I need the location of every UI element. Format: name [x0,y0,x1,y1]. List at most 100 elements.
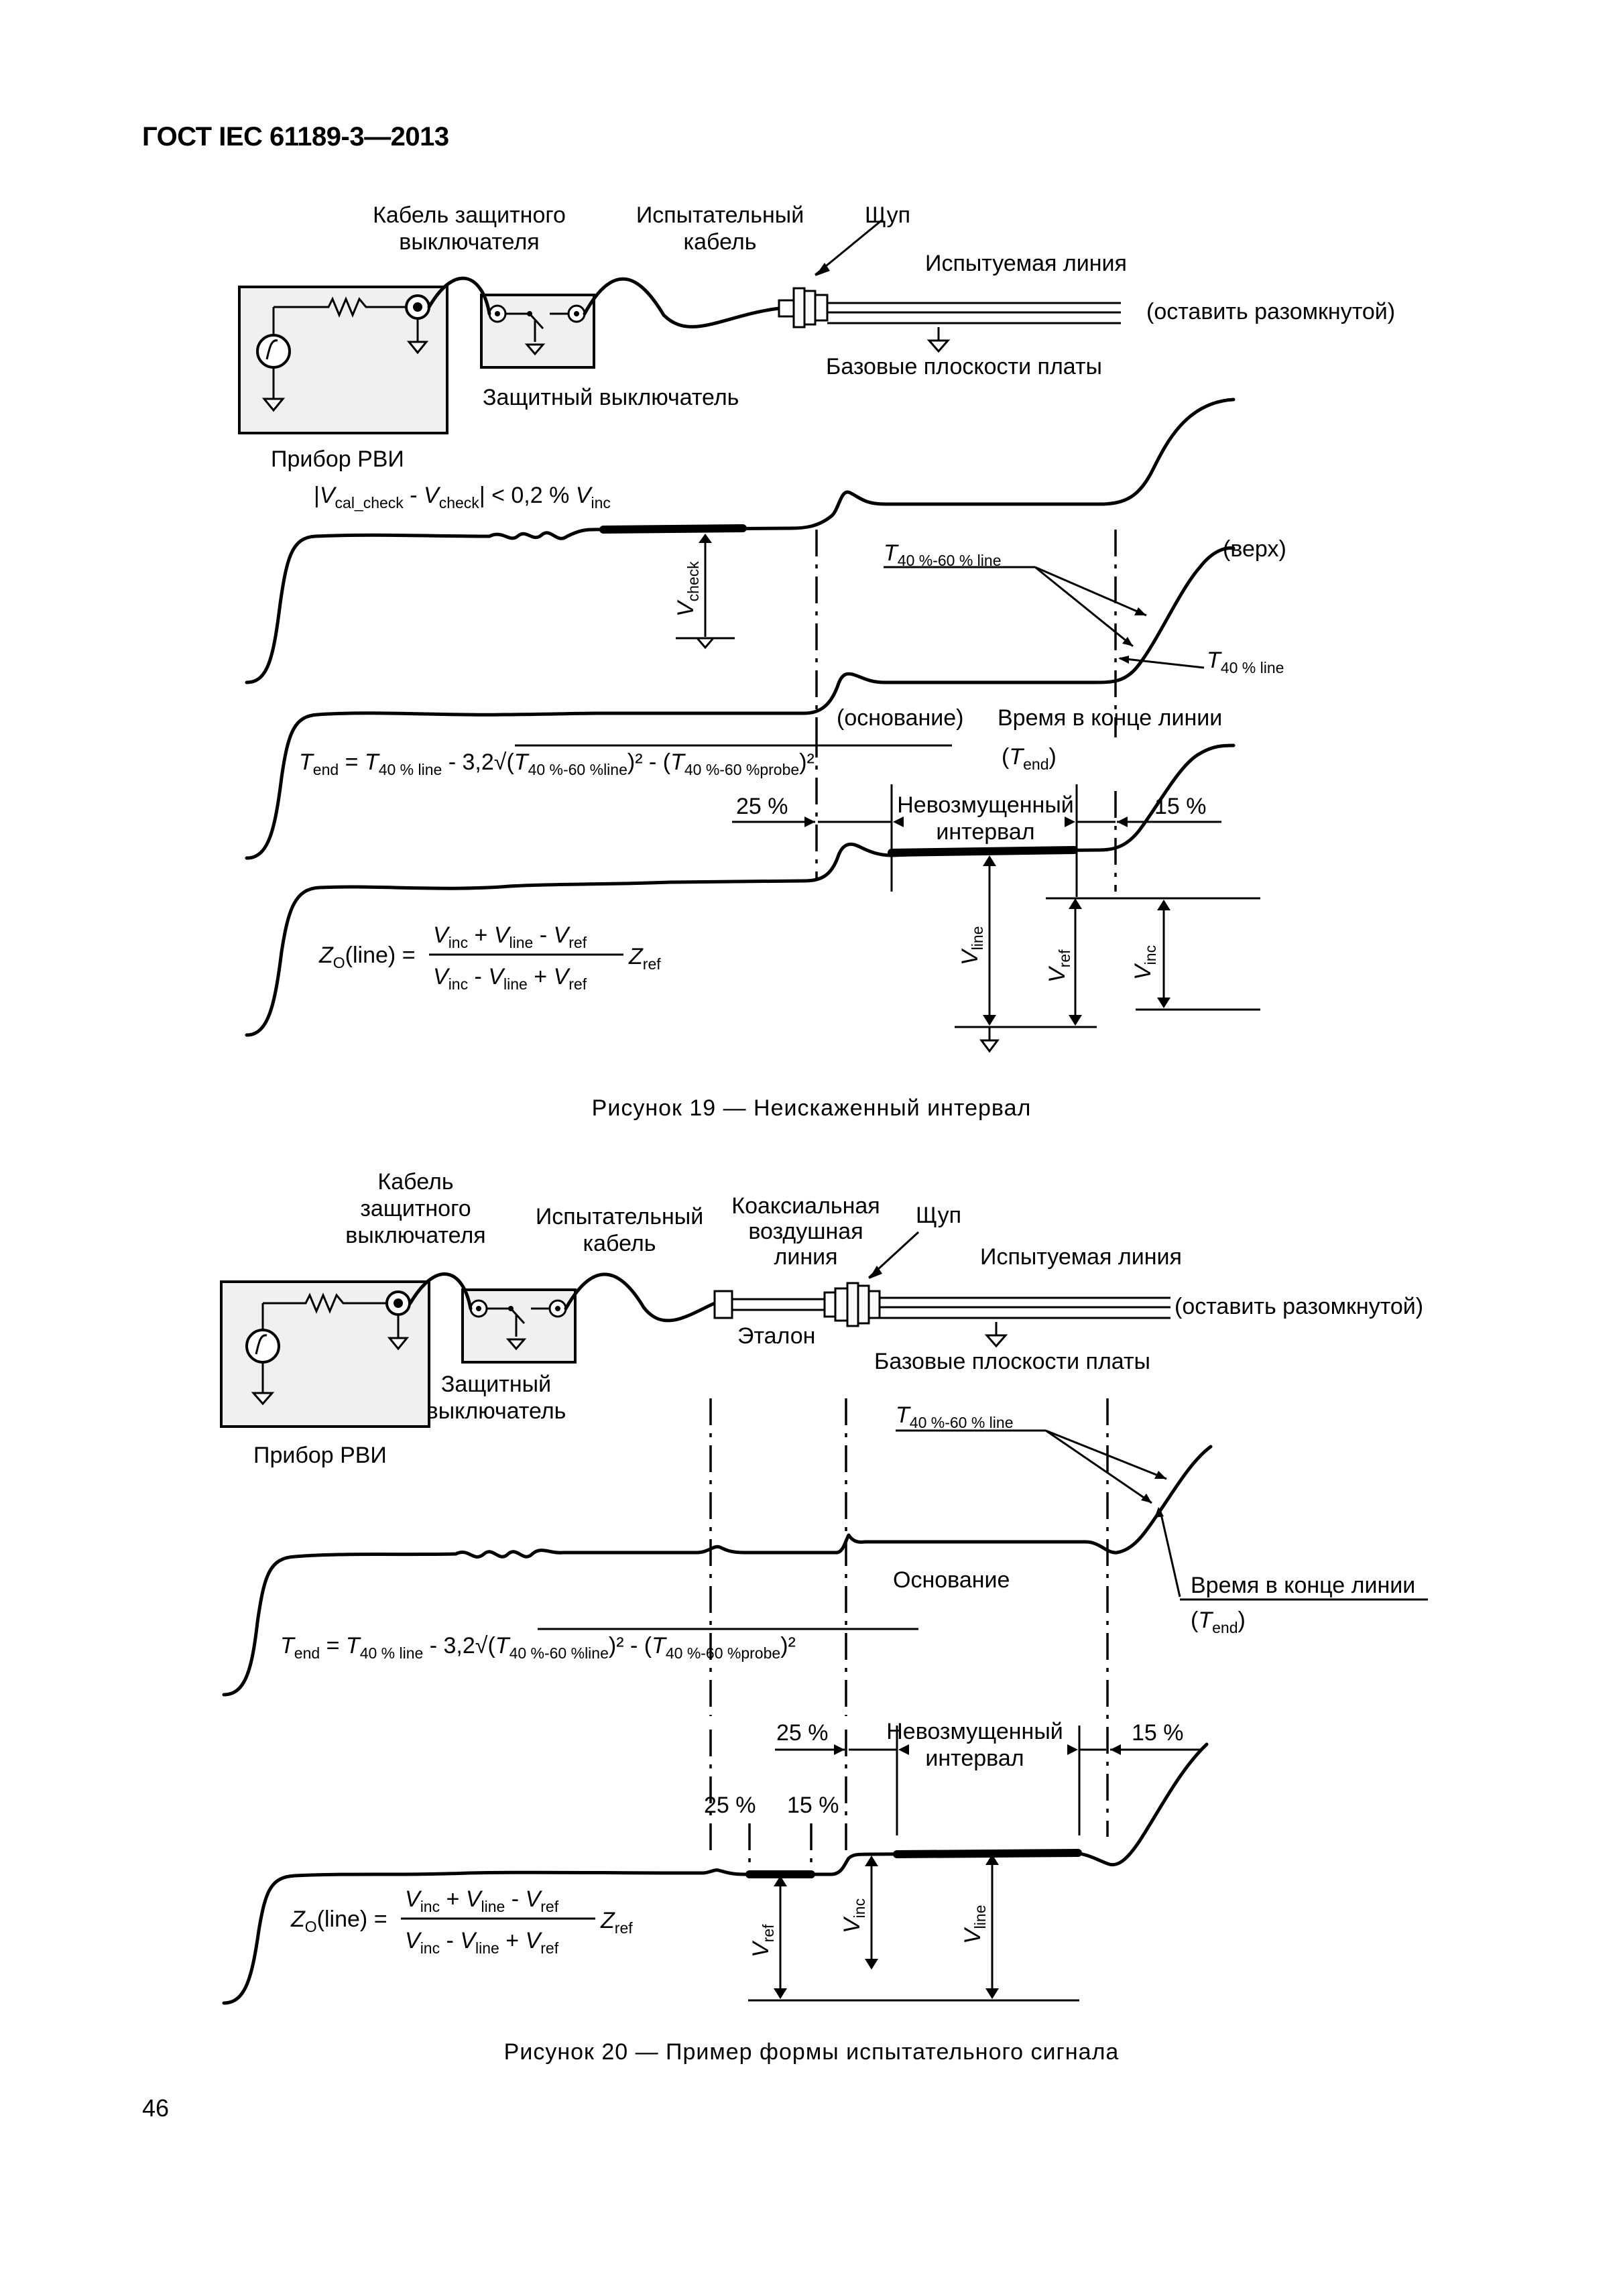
document-header: ГОСТ IEC 61189-3—2013 [142,122,449,152]
svg-text:Vref: Vref [1044,949,1073,983]
waveform-fig20-lower [222,1742,1209,2005]
label-leave-open: (оставить разомкнутой) [1146,299,1395,324]
label-ground-planes: Базовые плоскости платы [826,354,1102,379]
label-coax-1: Коаксиальная [731,1193,880,1219]
label-15pct: 15 % [1154,794,1207,819]
label-undisturbed-2: интервал [936,819,1034,845]
waveform-mid [245,546,1236,860]
vline-arrow: Vline [955,855,1097,1053]
label-25pct-2: 25 % [776,1720,829,1746]
formula-vcal-check: |Vcal_check - Vcheck| < 0,2 % Vinc [314,483,611,511]
svg-text:Vinc: Vinc [1130,945,1159,980]
label-top: (верх) [1223,536,1286,562]
label-undisturbed-1: Невозмущенный [897,792,1074,818]
svg-text:Vinc: Vinc [839,1898,868,1933]
formula-z0-2: ZO(line) = Vinc + Vline - Vref Vinc - Vl… [290,1886,633,1957]
svg-text:Vinc - Vline + Vref: Vinc - Vline + Vref [405,1928,559,1957]
protect-cable-2 [408,1272,473,1311]
svg-text:ZO(line) =: ZO(line) = [290,1907,387,1935]
svg-text:Zref: Zref [600,1908,633,1937]
label-t40-60-line-2: T40 %-60 % line [896,1402,1013,1431]
figure-20-caption: Рисунок 20 — Пример формы испытательного… [503,2039,1120,2065]
label-base-2: Основание [893,1567,1010,1593]
label-test-cable-2: кабель [684,229,757,255]
label-instrument: Прибор РВИ [271,446,404,472]
probe-icon-2 [834,1282,881,1327]
svg-text:Vline: Vline [957,926,986,966]
formula-z0: ZO(line) = Vinc + Vline - Vref Vinc - Vl… [318,922,661,993]
label-standard: Эталон [737,1323,815,1349]
label-25pct-small: 25 % [704,1793,756,1818]
vcheck-arrow: Vcheck [673,534,735,650]
vline-arrow-2: Vline [960,1854,999,1999]
voltage-source-icon-2 [245,1303,280,1406]
label-protect-cable-1: Кабель защитного [373,202,566,228]
highlight-undisturbed [888,846,1078,857]
voltage-source-icon [256,307,291,412]
figure-20: Кабель защитного выключателя Испытательн… [220,1169,1428,2005]
label-protect-switch: Защитный выключатель [483,385,739,410]
label-15pct-2: 15 % [1132,1720,1184,1746]
label-leave-open-2: (оставить разомкнутой) [1175,1294,1423,1319]
highlight-undisturbed-2 [893,1849,1082,1858]
coax-air-line [732,1291,837,1318]
svg-text:Vinc - Vline + Vref: Vinc - Vline + Vref [433,964,587,993]
waveform-bottom [245,743,1236,1037]
protect-cable [427,276,491,316]
label-tend-2: (Tend) [1191,1608,1246,1636]
label-vcheck: Vcheck [673,561,702,617]
label-test-cable-1b: Испытательный [536,1204,703,1229]
label-15pct-small: 15 % [787,1793,839,1818]
label-undisturbed-2b: интервал [925,1746,1024,1771]
page-number: 46 [142,2094,170,2122]
probe-icon [778,287,829,328]
resistor-icon-2 [263,1290,411,1351]
formula-tend-2: Tend = T40 % line - 3,2√(T40 %-60 %line)… [280,1633,796,1662]
label-probe-2: Щуп [916,1203,961,1228]
vinc-arrow: Vinc [1130,900,1260,1011]
label-protect-cable-1b: Кабель [377,1169,453,1195]
label-base: (основание) [837,705,964,731]
label-protect-cable-2b: защитного [360,1196,471,1221]
label-line-under-test: Испытуемая линия [925,251,1127,276]
line-under-test-2 [880,1296,1170,1348]
standard-connector-icon [713,1290,733,1319]
label-test-cable-1: Испытательный [636,202,804,228]
label-t40-60-line: T40 %-60 % line [884,540,1001,569]
label-probe: Щуп [865,202,910,228]
label-protect-switch-2b: выключатель [426,1398,566,1424]
vref-arrow-2: Vref [748,1876,787,1999]
waveform-fig20-upper [222,1445,1213,1697]
figure-19-caption: Рисунок 19 — Неискаженный интервал [591,1095,1032,1121]
label-t40-line: T40 % line [1207,648,1284,676]
formula-tend: Tend = T40 % line - 3,2√(T40 %-60 %line)… [299,749,815,778]
label-protect-cable-3b: выключателя [345,1223,485,1248]
resistor-icon [274,294,430,355]
label-test-cable-2b: кабель [583,1231,656,1256]
vref-arrow: Vref [1044,897,1260,1026]
label-instrument-2: Прибор РВИ [253,1443,387,1468]
vinc-arrow-2: Vinc [839,1856,878,1970]
label-protect-switch-1b: Защитный [441,1372,551,1397]
line-under-test [827,302,1121,353]
figure-19: Кабель защитного выключателя Испытательн… [238,202,1395,1053]
label-coax-3: линия [774,1244,837,1270]
test-cable-2 [564,1272,717,1323]
label-undisturbed-1b: Невозмущенный [886,1719,1063,1744]
svg-text:Vinc + Vline - Vref: Vinc + Vline - Vref [433,922,587,951]
svg-text:Vinc + Vline - Vref: Vinc + Vline - Vref [405,1886,559,1915]
label-end-time-2: Время в конце линии [1191,1573,1415,1598]
label-line-under-test-2: Испытуемая линия [980,1244,1182,1270]
label-25pct: 25 % [736,794,788,819]
svg-text:Zref: Zref [628,944,661,973]
svg-text:Vref: Vref [748,1924,777,1957]
label-ground-planes-2: Базовые плоскости платы [874,1349,1150,1374]
highlight-vcheck [599,524,747,534]
label-coax-2: воздушная [748,1219,863,1244]
svg-text:ZO(line) =: ZO(line) = [318,943,416,971]
label-tend: (Tend) [1002,744,1057,773]
label-end-time: Время в конце линии [998,705,1222,731]
svg-text:Vline: Vline [960,1905,989,1945]
test-cable [583,277,781,328]
label-protect-cable-2: выключателя [399,229,539,255]
